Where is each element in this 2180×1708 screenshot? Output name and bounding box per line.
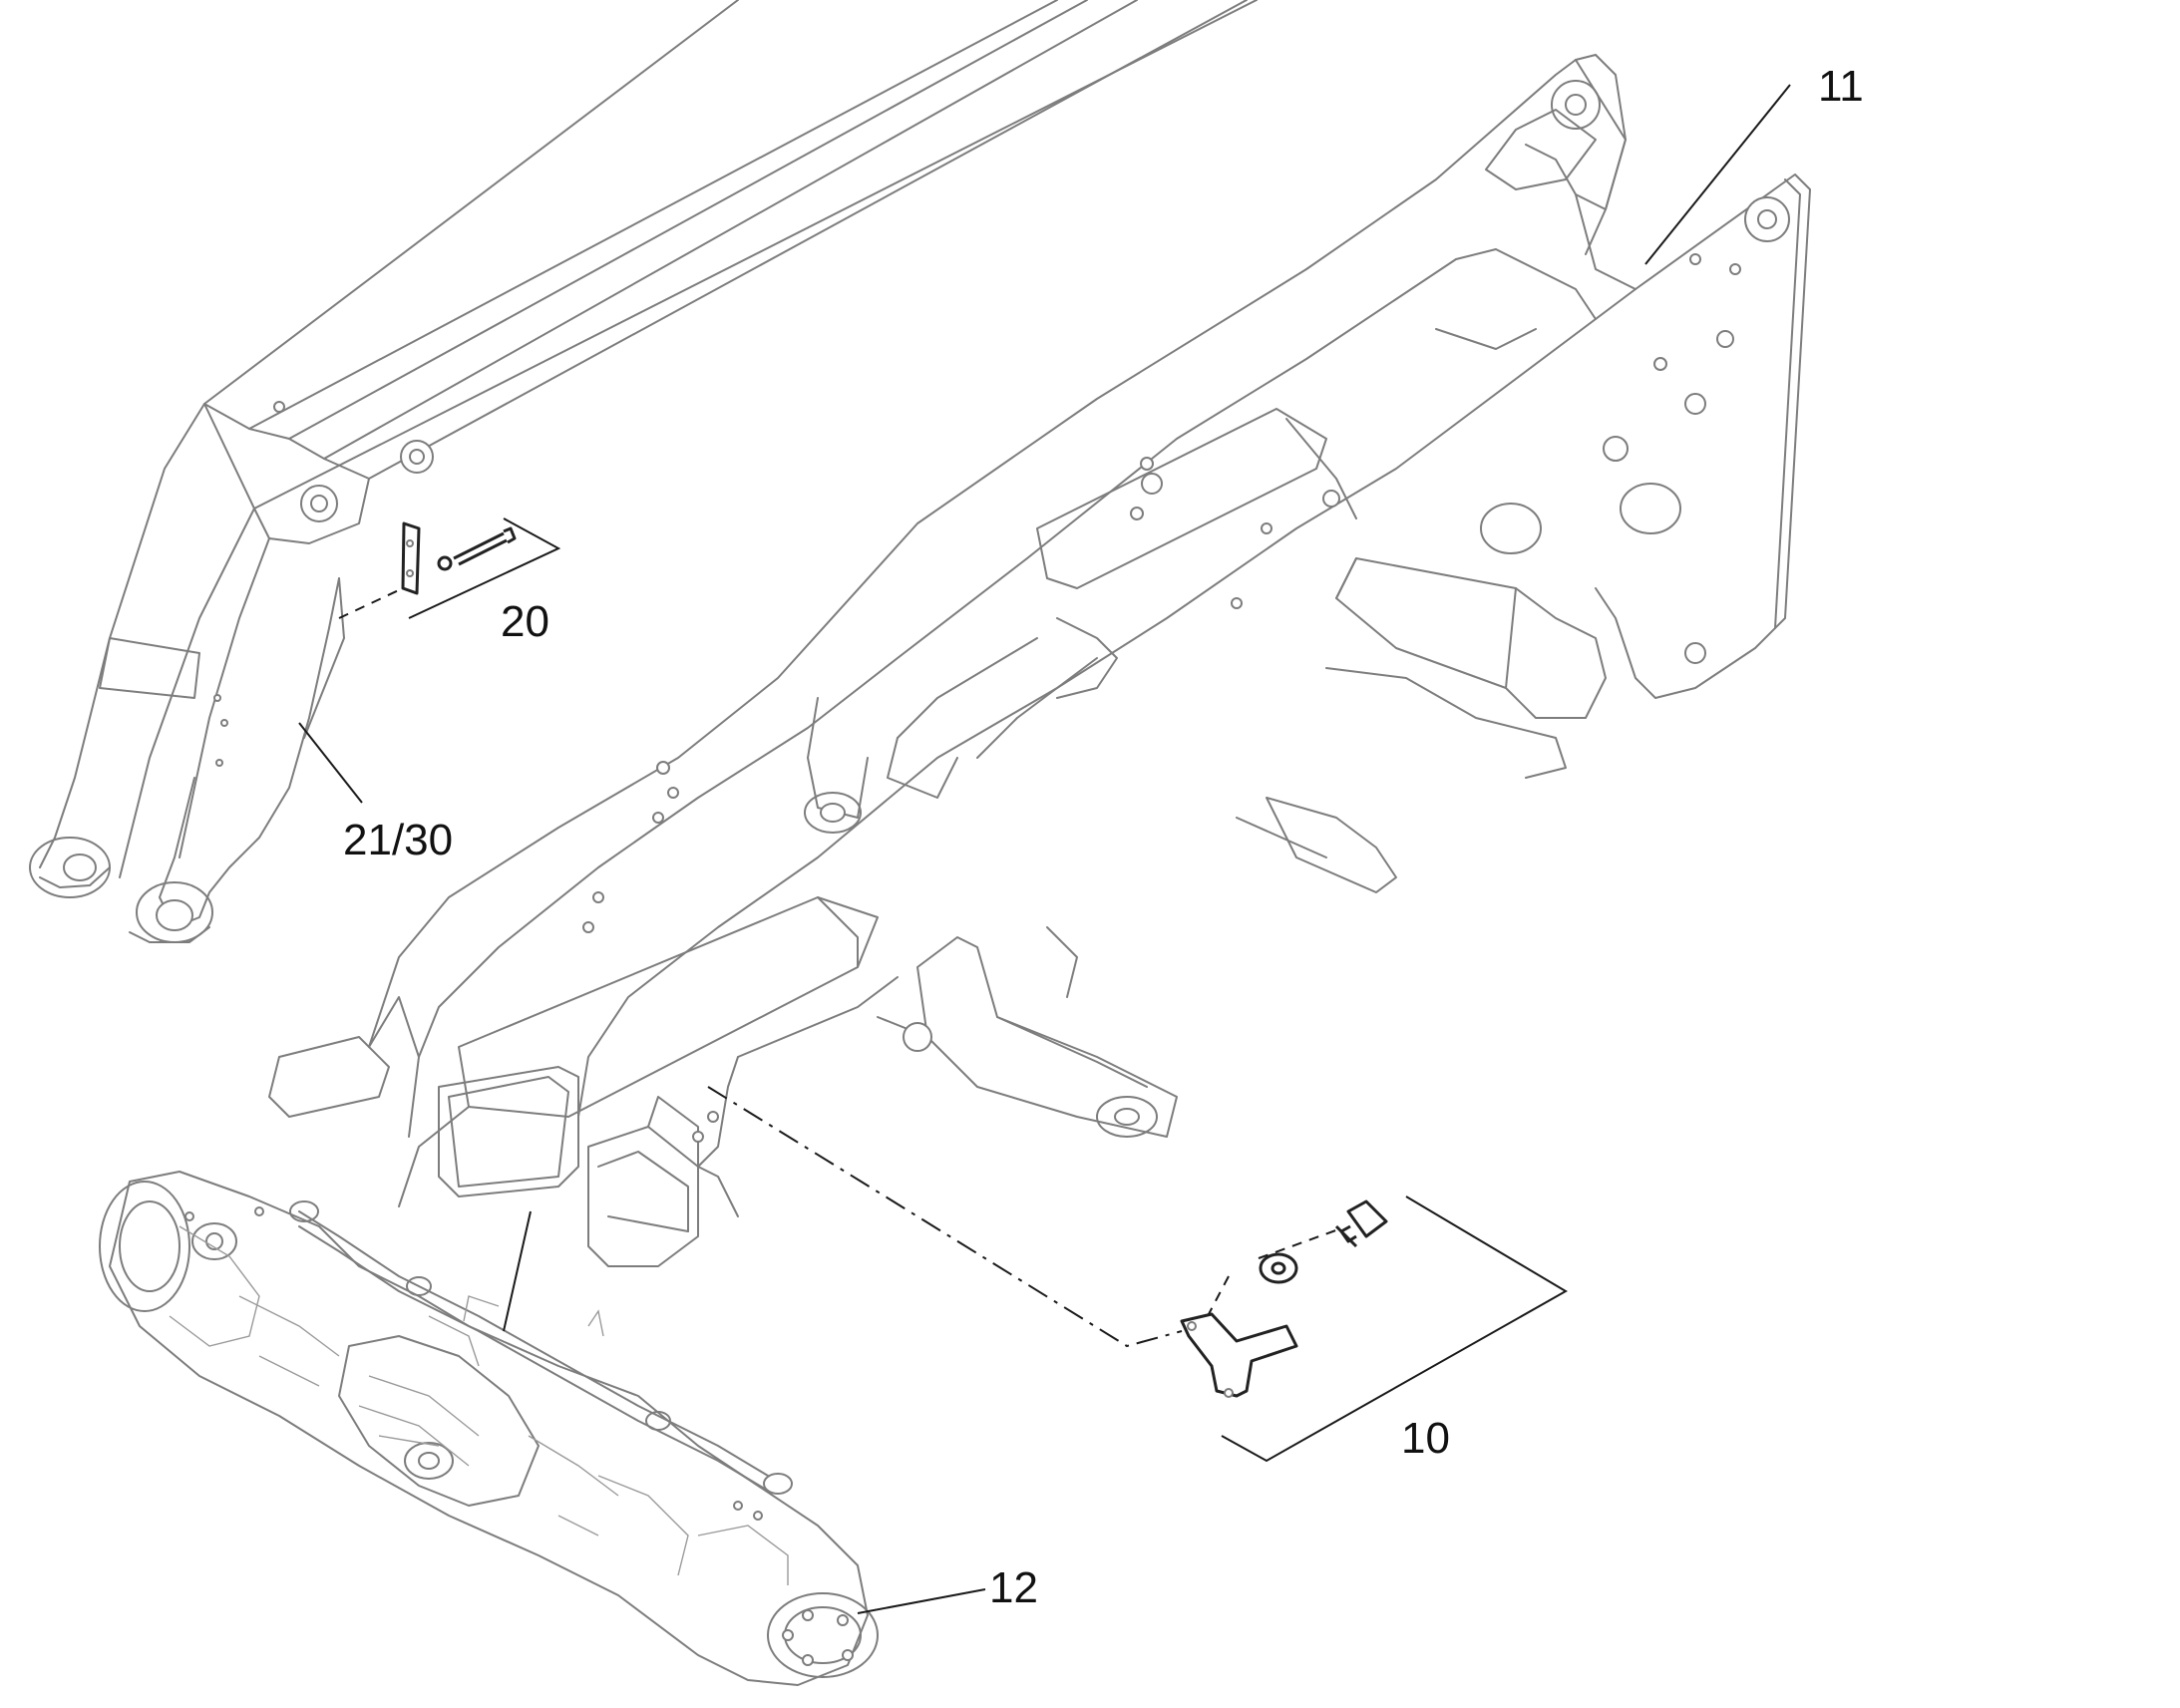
leader-12 (857, 1588, 986, 1614)
boom-bracket-kit (338, 517, 561, 619)
callout-11: 11 (1818, 62, 1864, 111)
loader-boom (29, 0, 1258, 943)
callout-12: 12 (989, 1563, 1038, 1612)
callout-20: 20 (501, 597, 549, 646)
callout-10: 10 (1401, 1414, 1450, 1463)
leader-21-30 (298, 722, 363, 804)
axle-bracket-kit (707, 1086, 1568, 1463)
leader-11 (1644, 84, 1791, 265)
leader-axle-to-frame (503, 1210, 532, 1332)
front-axle (99, 1171, 879, 1686)
main-frame (268, 54, 1811, 1267)
callout-21-30: 21/30 (343, 816, 453, 864)
